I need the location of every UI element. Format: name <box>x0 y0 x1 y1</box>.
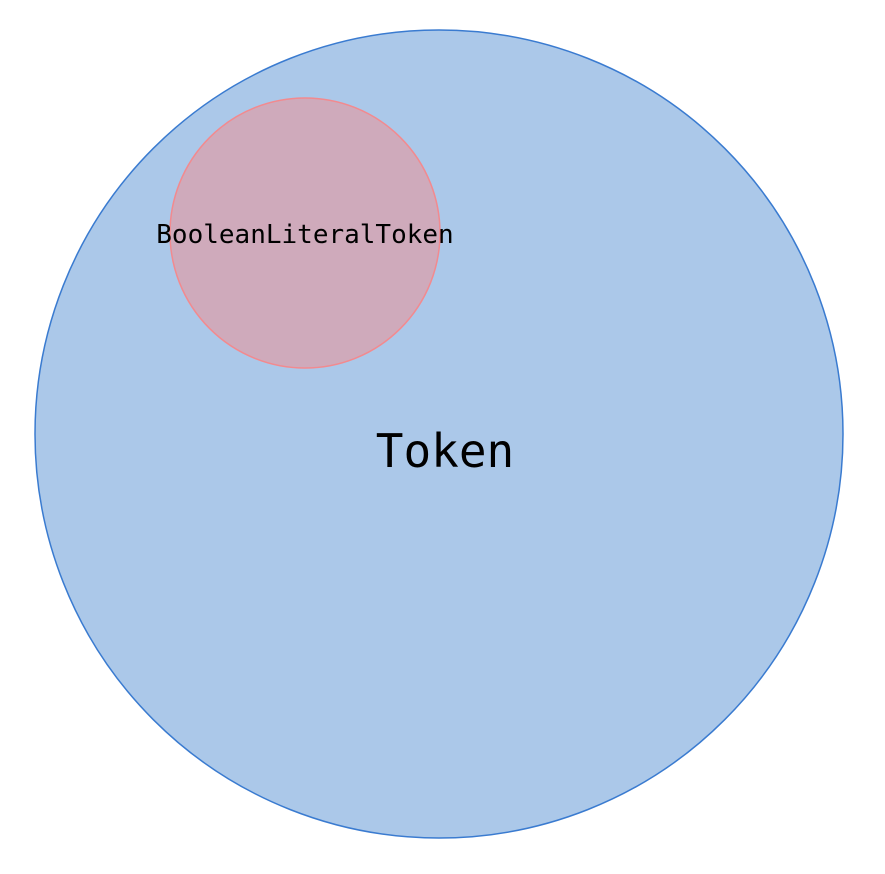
boolean-literal-token-set-circle <box>169 97 441 369</box>
boolean-literal-token-set-label: BooleanLiteralToken <box>156 220 453 250</box>
token-set-label: Token <box>376 424 514 478</box>
